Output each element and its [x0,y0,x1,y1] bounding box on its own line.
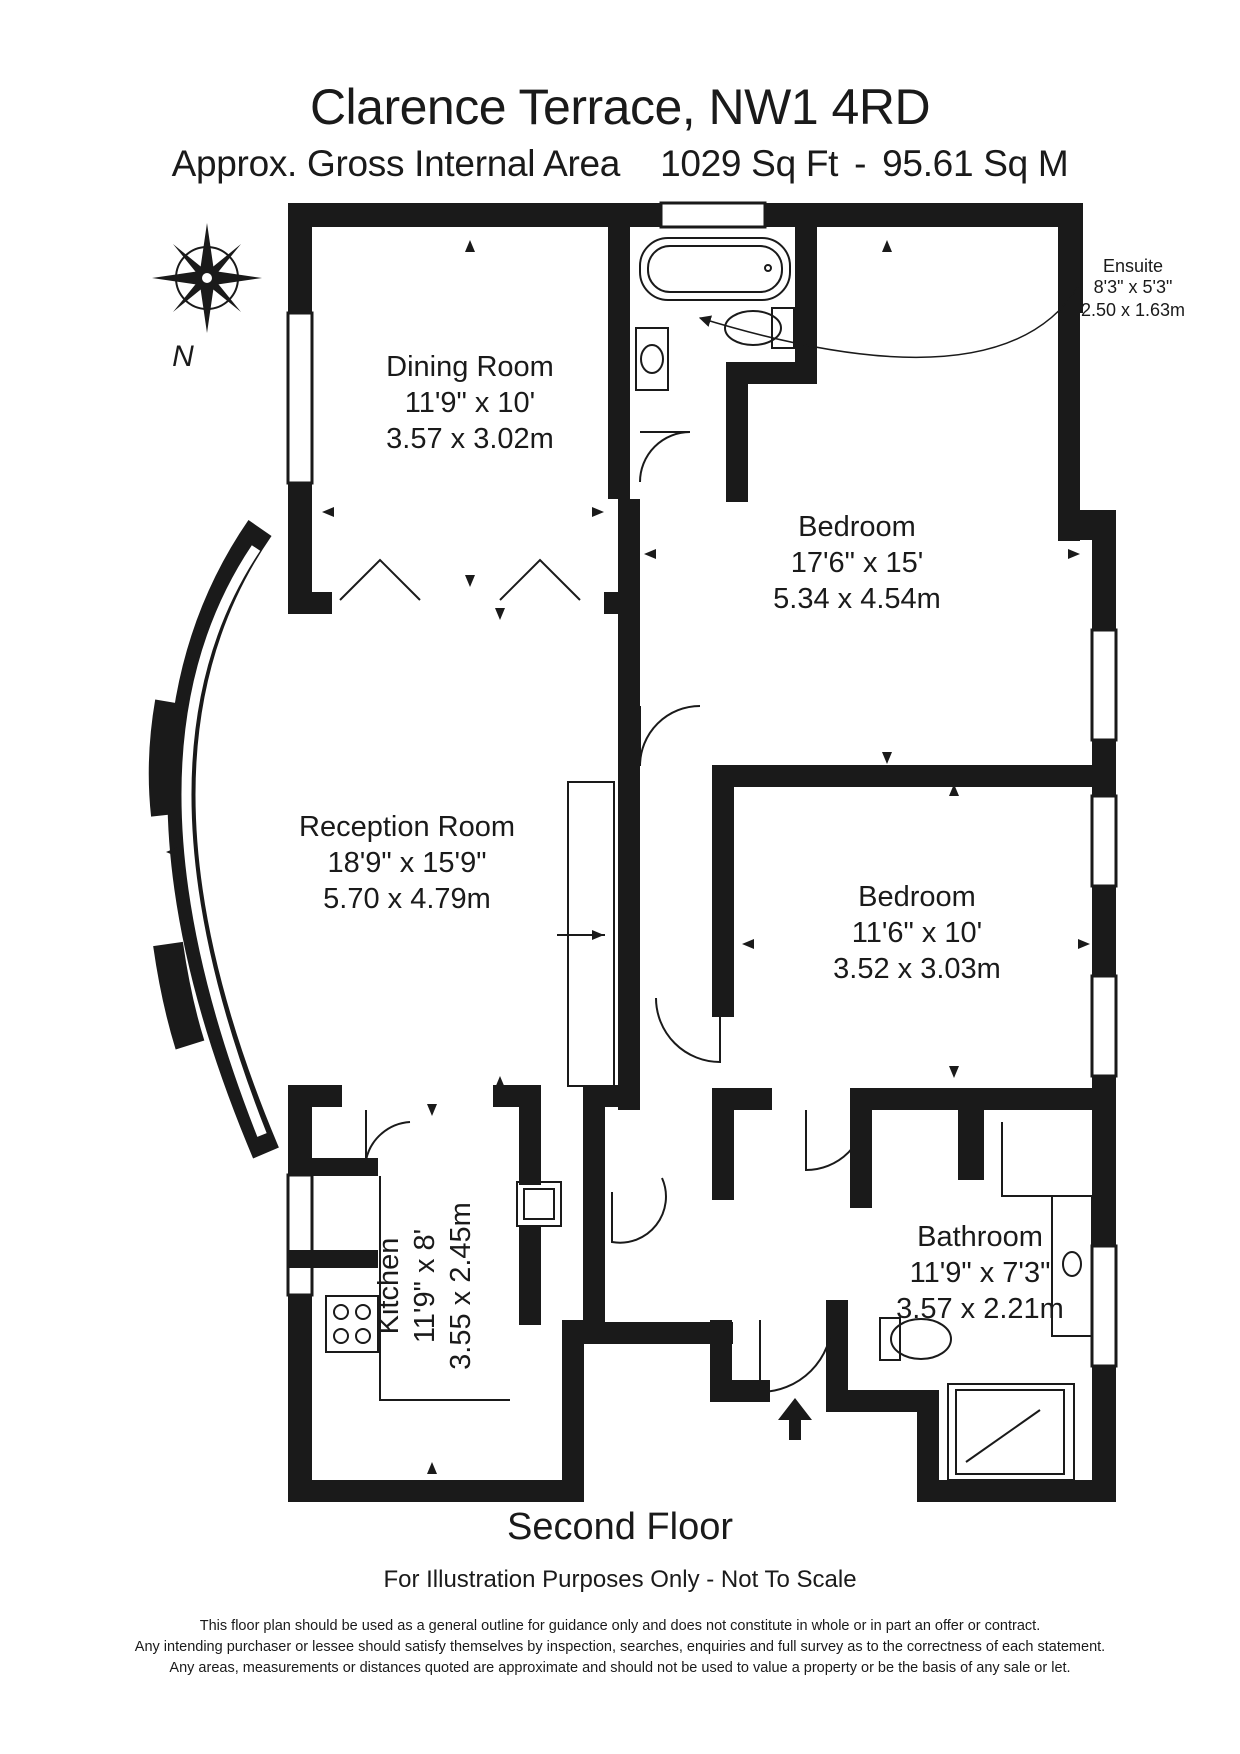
svg-text:11'9" x 10': 11'9" x 10' [405,387,535,419]
area-sqm: 95.61 Sq M [882,143,1069,184]
svg-text:Bathroom: Bathroom [917,1221,1043,1253]
svg-text:17'6" x 15': 17'6" x 15' [791,547,924,579]
plan-title: Clarence Terrace, NW1 4RD [309,79,931,135]
svg-text:11'9" x 8': 11'9" x 8' [409,1229,441,1343]
disclaimer-line: Any intending purchaser or lessee should… [134,1639,1106,1655]
compass-label: N [172,340,194,373]
ensuite-metric: 2.50 x 1.63m [1081,300,1185,320]
ensuite-label: Ensuite 8'3" x 5'3" 2.50 x 1.63m [698,256,1185,359]
corridor-closet [557,781,615,1087]
dimension-ticks [166,240,1090,1474]
svg-text:Dining Room: Dining Room [386,351,554,383]
reception-bay-wall [167,520,279,1159]
svg-text:Bedroom: Bedroom [798,511,916,543]
disclaimer-line: This floor plan should be used as a gene… [199,1618,1041,1634]
svg-text:5.34 x 4.54m: 5.34 x 4.54m [773,583,941,615]
plan-subtitle: Approx. Gross Internal Area 1029 Sq Ft-95… [0,143,1240,185]
svg-text:3.57 x 3.02m: 3.57 x 3.02m [386,423,554,455]
area-separator: - [854,143,867,184]
ensuite-fittings [635,237,795,391]
svg-text:Bedroom: Bedroom [858,881,976,913]
room-label-reception-room: Reception Room 18'9" x 15'9" 5.70 x 4.79… [299,811,515,915]
area-label: Approx. Gross Internal Area [171,143,621,184]
svg-text:3.55 x 2.45m: 3.55 x 2.45m [445,1202,477,1370]
reception-bay-window [181,545,267,1137]
room-label-bathroom: Bathroom 11'9" x 7'3" 3.57 x 2.21m [896,1221,1064,1325]
kitchen-fittings [325,1176,562,1401]
area-sqft: 1029 Sq Ft [660,143,839,184]
room-label-bedroom-2: Bedroom 11'6" x 10' 3.52 x 3.03m [833,881,1001,985]
svg-text:Kitchen: Kitchen [373,1238,405,1335]
svg-text:5.70 x 4.79m: 5.70 x 4.79m [323,883,491,915]
svg-text:3.57 x 2.21m: 3.57 x 2.21m [896,1293,1064,1325]
svg-text:11'6" x 10': 11'6" x 10' [852,917,982,949]
svg-text:3.52 x 3.03m: 3.52 x 3.03m [833,953,1001,985]
compass-rose-icon [152,223,262,333]
svg-text:11'9" x 7'3": 11'9" x 7'3" [910,1257,1051,1289]
room-label-bedroom-1: Bedroom 17'6" x 15' 5.34 x 4.54m [773,511,941,615]
svg-text:Reception Room: Reception Room [299,811,515,843]
bathroom-fittings [879,1122,1093,1481]
entrance-arrow-icon [778,1398,812,1440]
ensuite-imperial: 8'3" x 5'3" [1094,277,1173,297]
floor-name: Second Floor [506,1506,733,1548]
disclaimer-line: Any areas, measurements or distances quo… [169,1660,1071,1676]
ensuite-name: Ensuite [1103,256,1163,276]
svg-text:18'9" x 15'9": 18'9" x 15'9" [327,847,486,879]
room-label-dining-room: Dining Room 11'9" x 10' 3.57 x 3.02m [386,351,554,455]
scale-note: For Illustration Purposes Only - Not To … [383,1566,857,1593]
room-label-kitchen: Kitchen 11'9" x 8' 3.55 x 2.45m [373,1202,477,1370]
doors [339,431,867,1394]
walls [286,201,1118,1502]
